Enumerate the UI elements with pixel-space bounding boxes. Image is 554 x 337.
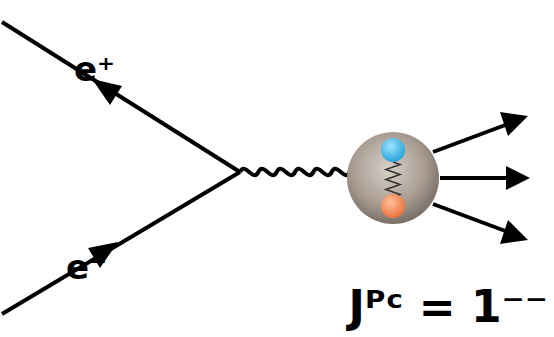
positron-line: [2, 22, 240, 172]
particle-label: e⁺: [74, 52, 115, 86]
particle-label: e⁻: [66, 250, 107, 284]
photon-line: [240, 169, 350, 175]
meson-blob: [347, 132, 439, 224]
electron-line: [2, 172, 240, 314]
gluon-spring: [386, 162, 400, 197]
quark: [381, 138, 405, 162]
antiquark: [381, 194, 405, 218]
arrowheads: [500, 112, 530, 244]
decay-arrows: [433, 124, 510, 232]
quantum-numbers: Jᴾᶜ = 1⁻⁻: [349, 285, 548, 329]
